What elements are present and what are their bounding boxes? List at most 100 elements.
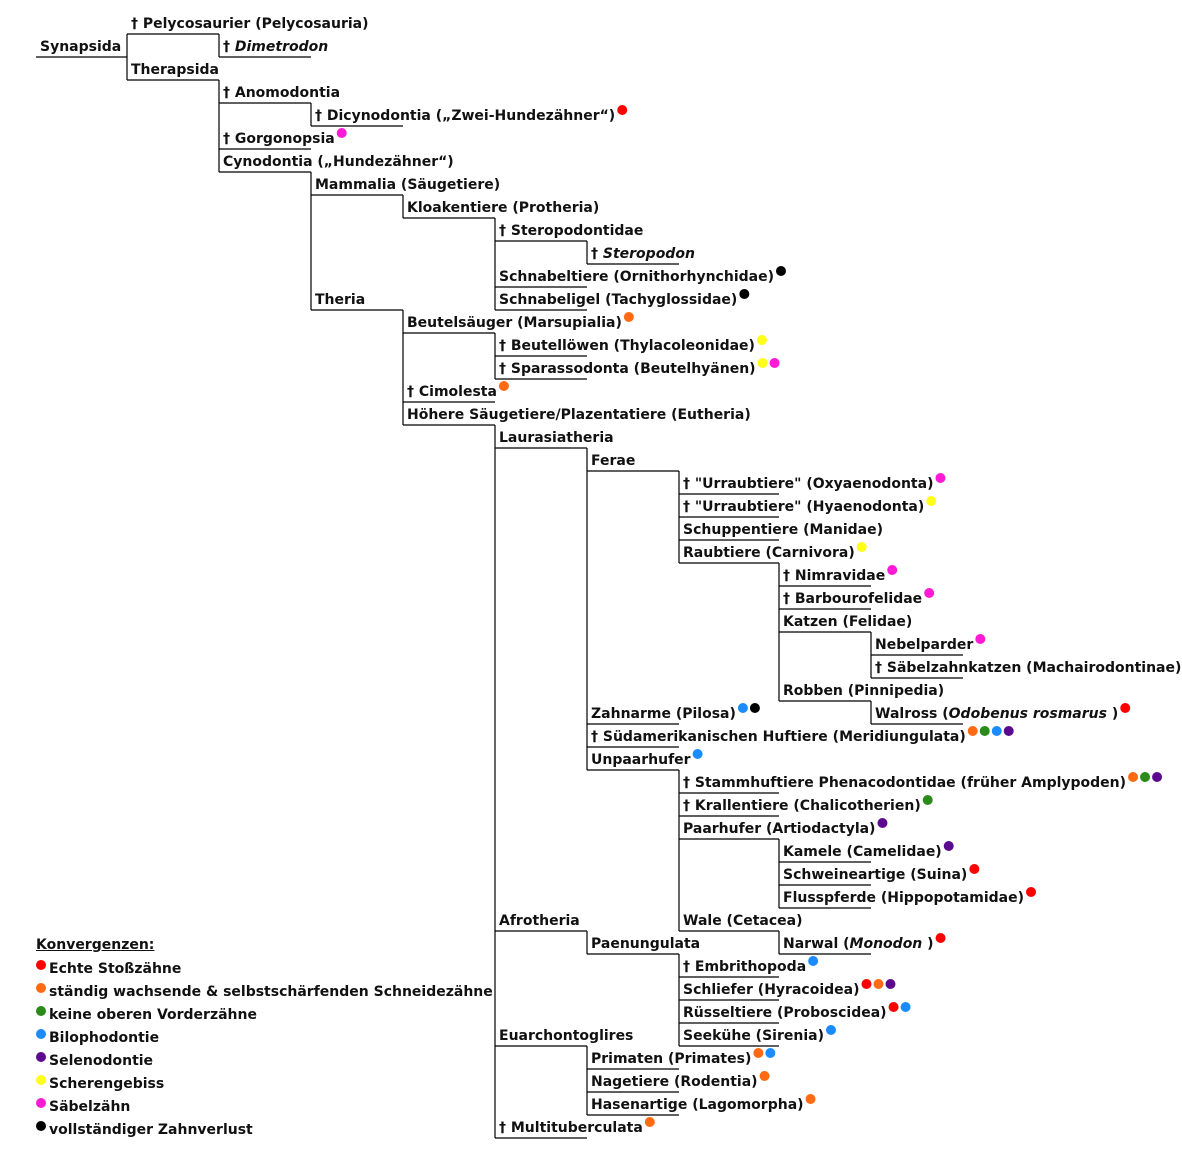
legend-label: Selenodontie	[49, 1052, 154, 1069]
taxon-label: Raubtiere (Carnivora)	[683, 545, 855, 561]
taxon-walross: Walross (Odobenus rosmarus )	[871, 703, 1131, 725]
legend-dot-icon	[36, 1097, 46, 1108]
taxon-label: † "Urraubtiere" (Hyaenodonta)	[683, 499, 924, 515]
taxon-ferae: Ferae	[587, 453, 679, 472]
taxon-paenungulata: Paenungulata	[587, 936, 700, 955]
taxon-primaten: Primaten (Primates)	[587, 1048, 776, 1070]
extinct-dagger-icon: †	[875, 660, 887, 676]
taxon-schuppentiere: Schuppentiere (Manidae)	[679, 522, 883, 541]
taxon-unpaarhufer: Unpaarhufer	[587, 749, 703, 771]
taxon-label: Zahnarme (Pilosa)	[591, 706, 736, 722]
trait-dot-orange	[644, 1117, 655, 1127]
legend-dot-icon	[36, 1074, 46, 1085]
taxon-nimravidae: † Nimravidae	[779, 565, 898, 587]
trait-dot-magenta	[887, 565, 898, 575]
taxon-label: Höhere Säugetiere/Plazentatiere (Eutheri…	[407, 407, 751, 423]
trait-dot-orange	[967, 726, 978, 736]
taxon-schweineartige: Schweineartige (Suina)	[779, 864, 980, 886]
taxon-label: Synapsida	[40, 39, 121, 55]
taxon-krallentiere: † Krallentiere (Chalicotherien)	[679, 795, 933, 817]
taxon-eutheria: Höhere Säugetiere/Plazentatiere (Eutheri…	[403, 407, 751, 426]
taxon-steropodontidae: † Steropodontidae	[495, 223, 643, 242]
trait-dot-orange	[753, 1048, 764, 1058]
taxon-label: Schliefer (Hyracoidea)	[683, 982, 859, 998]
taxon-label: Nebelparder	[875, 637, 973, 653]
trait-dot-red	[617, 105, 628, 115]
taxon-label: † Embrithopoda	[683, 959, 806, 975]
taxon-label: † Steropodon	[591, 246, 695, 262]
taxon-narwal: Narwal (Monodon )	[779, 933, 946, 955]
taxon-label: Cynodontia („Hundezähner“)	[223, 154, 454, 170]
taxon-zahnarme: Zahnarme (Pilosa)	[587, 703, 760, 725]
legend-item-blue: Bilophodontie	[36, 1026, 493, 1049]
taxon-cimolesta: † Cimolesta	[403, 381, 509, 403]
legend-dot-icon	[36, 1005, 46, 1016]
trait-dot-red	[1120, 703, 1131, 713]
taxon-multituberculata: † Multituberculata	[495, 1117, 655, 1139]
legend-label: keine oberen Vorderzähne	[49, 1006, 257, 1023]
extinct-dagger-icon: †	[591, 729, 603, 745]
taxon-label: Wale (Cetacea)	[683, 913, 803, 929]
taxon-label: Schweineartige (Suina)	[783, 867, 967, 883]
taxon-steropodon: † Steropodon	[587, 246, 695, 265]
taxon-synapsida: Synapsida	[36, 39, 127, 58]
taxon-cynodontia: Cynodontia („Hundezähner“)	[219, 154, 454, 173]
taxon-euarchontoglires: Euarchontoglires	[495, 1028, 633, 1047]
extinct-dagger-icon: †	[683, 476, 695, 492]
taxon-barbourofelidae: † Barbourofelidae	[779, 588, 935, 610]
taxon-wale: Wale (Cetacea)	[679, 913, 803, 932]
taxon-raubtiere: Raubtiere (Carnivora)	[679, 542, 867, 564]
trait-dot-green	[979, 726, 990, 736]
trait-dot-magenta	[935, 473, 946, 483]
taxon-label: Afrotheria	[499, 913, 580, 929]
taxon-label: Walross (Odobenus rosmarus )	[875, 706, 1118, 722]
taxon-label: † Anomodontia	[223, 85, 340, 101]
taxon-label: Unpaarhufer	[591, 752, 691, 768]
taxon-label: † Nimravidae	[783, 568, 885, 584]
taxon-theria: Theria	[311, 292, 403, 311]
trait-dot-purple	[1003, 726, 1014, 736]
taxon-label: Rüsseltiere (Proboscidea)	[683, 1005, 887, 1021]
taxon-beutelloewen: † Beutellöwen (Thylacoleonidae)	[495, 335, 767, 357]
trait-dot-blue	[808, 956, 819, 966]
legend-item-orange: ständig wachsende & selbstschärfenden Sc…	[36, 980, 493, 1003]
taxon-label: Schuppentiere (Manidae)	[683, 522, 883, 538]
taxon-label: † Gorgonopsia	[223, 131, 335, 147]
taxon-label: Seekühe (Sirenia)	[683, 1028, 824, 1044]
taxon-label: † Barbourofelidae	[783, 591, 922, 607]
taxon-mammalia: Mammalia (Säugetiere)	[311, 177, 500, 196]
taxon-sparassodonta: † Sparassodonta (Beutelhyänen)	[495, 358, 780, 380]
taxon-label: † Krallentiere (Chalicotherien)	[683, 798, 921, 814]
taxon-nebelparder: Nebelparder	[871, 634, 986, 656]
legend-label: vollständiger Zahnverlust	[49, 1121, 253, 1138]
taxon-label: Theria	[315, 292, 365, 308]
extinct-dagger-icon: †	[499, 361, 511, 377]
taxon-laurasiatheria: Laurasiatheria	[495, 430, 614, 449]
trait-dot-blue	[765, 1048, 776, 1058]
taxon-anomodontia: † Anomodontia	[219, 85, 340, 104]
extinct-dagger-icon: †	[407, 384, 419, 400]
taxon-robben: Robben (Pinnipedia)	[779, 683, 944, 702]
trait-dot-blue	[900, 1002, 911, 1012]
trait-dot-magenta	[924, 588, 935, 598]
legend-label: Scherengebiss	[49, 1075, 165, 1092]
extinct-dagger-icon: †	[683, 775, 695, 791]
legend-dot-icon	[36, 1028, 46, 1039]
legend-label: Echte Stoßzähne	[49, 960, 182, 977]
taxon-label: Paenungulata	[591, 936, 700, 952]
trait-dot-yellow	[757, 358, 768, 368]
extinct-dagger-icon: †	[783, 591, 795, 607]
taxon-label: Beutelsäuger (Marsupialia)	[407, 315, 622, 331]
taxon-label: † Stammhuftiere Phenacodontidae (früher …	[683, 775, 1126, 791]
taxon-label: Euarchontoglires	[499, 1028, 633, 1044]
taxon-kloakentiere: Kloakentiere (Protheria)	[403, 200, 599, 219]
trait-dot-black	[749, 703, 760, 713]
extinct-dagger-icon: †	[223, 39, 235, 55]
trait-dot-red	[969, 864, 980, 874]
trait-dot-orange	[873, 979, 884, 989]
trait-dot-magenta	[769, 358, 780, 368]
trait-dot-orange	[1128, 772, 1139, 782]
trait-dot-orange	[805, 1094, 816, 1104]
trait-dot-magenta	[975, 634, 986, 644]
